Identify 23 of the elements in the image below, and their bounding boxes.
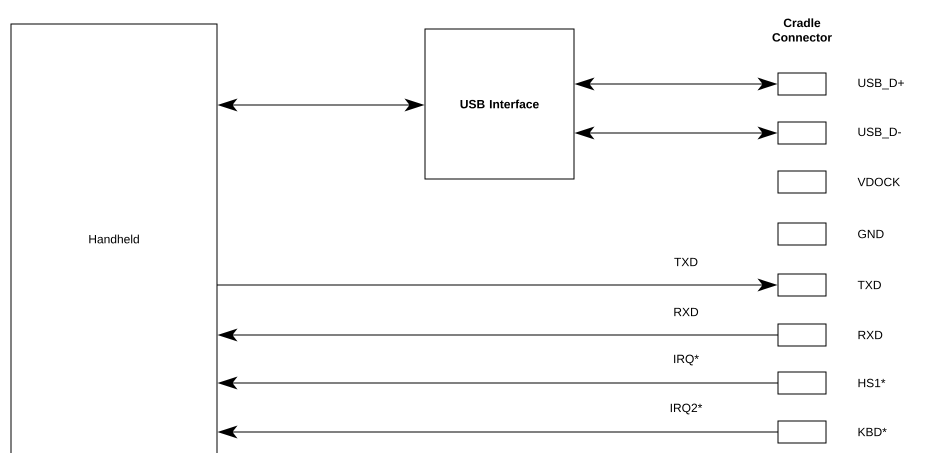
pin-label: HS1*	[858, 378, 886, 388]
pin-box	[778, 222, 826, 246]
pin-label: USB_D+	[858, 78, 904, 90]
edge-label: IRQ2*	[668, 402, 704, 416]
pin-label: TXD	[858, 280, 881, 290]
device-box: Handheld	[10, 24, 218, 453]
pin-label: USB_D-	[858, 128, 901, 138]
pin-label: GND	[858, 230, 884, 238]
pin-box	[778, 170, 826, 194]
interface-box: USB Interface	[424, 28, 574, 180]
heading: Cradle Connector	[772, 18, 832, 42]
pin-box	[778, 72, 826, 96]
pin-label: KBD*	[858, 428, 887, 436]
pin-label: VDOCK	[858, 178, 900, 186]
pin-label: RXD	[858, 330, 882, 340]
pin-box	[778, 274, 826, 296]
pin-box	[778, 372, 826, 394]
pin-box	[778, 122, 826, 144]
edge-label: RXD	[672, 306, 700, 318]
pin-box	[778, 420, 826, 444]
pin-box	[778, 324, 826, 346]
edge-label: TXD	[673, 256, 699, 268]
edge-label: IRQ*	[672, 354, 700, 366]
